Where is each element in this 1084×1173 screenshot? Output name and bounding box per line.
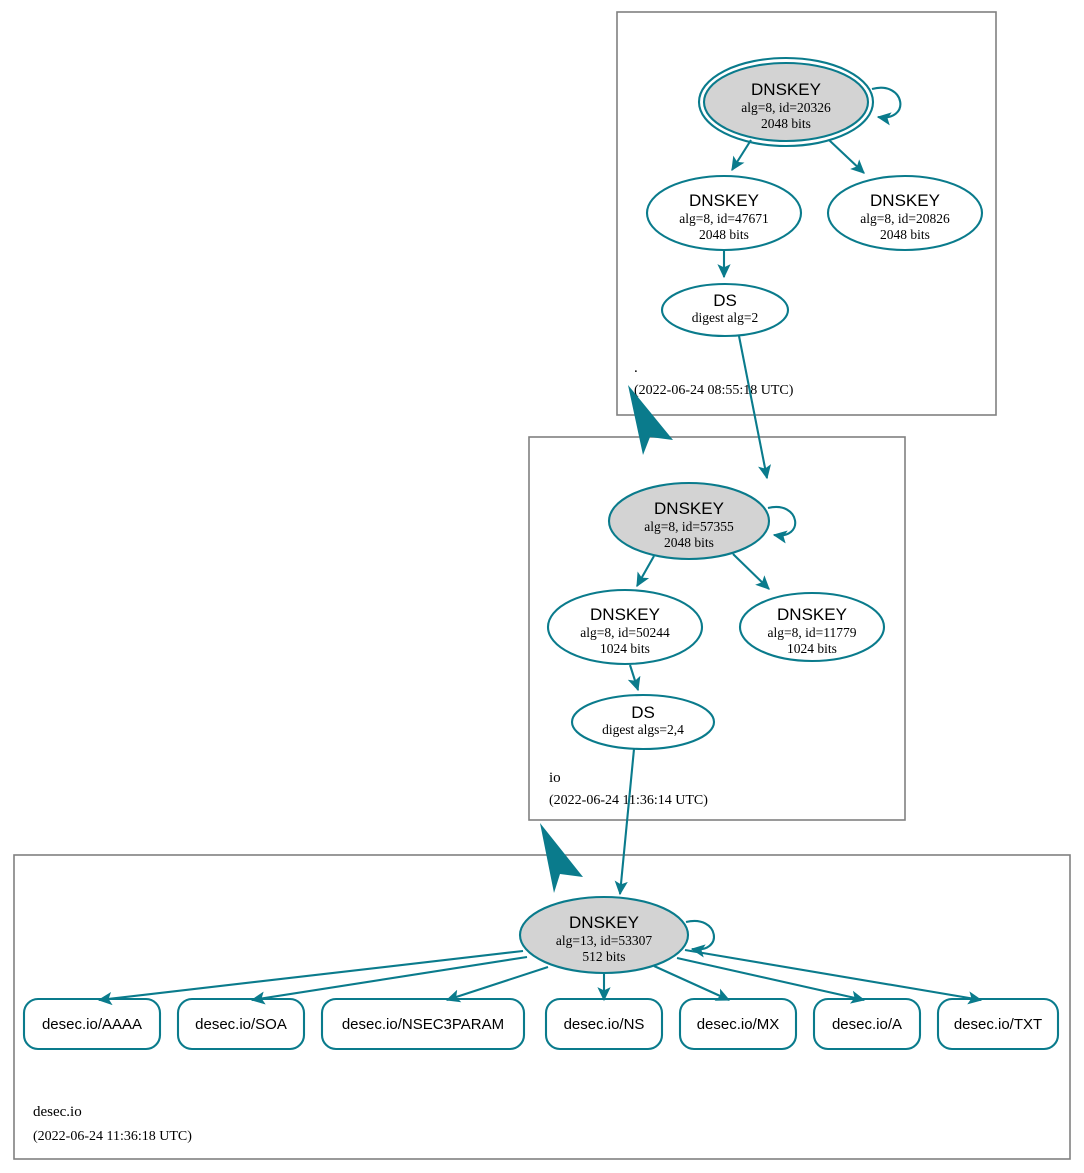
node-label-title: DS [713,291,737,310]
node-root-ds[interactable]: DS digest alg=2 [660,282,790,338]
rrset-label: desec.io/SOA [195,1016,287,1033]
rrset-label: desec.io/TXT [954,1016,1042,1033]
node-label-title: DNSKEY [751,80,821,99]
node-label-alg-id: alg=13, id=53307 [556,933,652,948]
node-io-dnskey-11779[interactable]: DNSKEY alg=8, id=11779 1024 bits [738,591,886,663]
self-signature-loop-io-ksk [767,505,797,544]
node-label-alg-id: alg=8, id=20326 [741,100,831,115]
edge-io-ksk-to-50244 [636,555,655,588]
node-label-title: DNSKEY [777,605,847,624]
node-io-dnskey-50244[interactable]: DNSKEY alg=8, id=50244 1024 bits [546,588,704,666]
rrset-box [812,997,922,1051]
zone-io: DNSKEY alg=8, id=57355 2048 bits DNSKEY … [528,436,906,821]
node-root-dnskey-47671[interactable]: DNSKEY alg=8, id=47671 2048 bits [645,174,803,252]
node-label-title: DNSKEY [654,499,724,518]
node-label-keysize: 2048 bits [880,227,930,242]
rrset-desec-io-mx[interactable]: desec.io/MX [678,997,798,1051]
rrset-desec-io-txt[interactable]: desec.io/TXT [936,997,1060,1051]
edge-desec-ksk-to-a [676,956,866,1004]
edge-desec-ksk-to-mx [653,965,731,1001]
rrset-label: desec.io/NS [564,1016,645,1033]
dnskey-ellipse [546,588,704,666]
node-io-ds[interactable]: DS digest algs=2,4 [570,693,716,751]
edge-desec-ksk-to-txt [684,948,983,1005]
ksk-ellipse [607,481,771,561]
zone-root: DNSKEY alg=8, id=20326 2048 bits DNSKEY … [616,11,997,416]
edge-root-ksk-to-20826 [828,139,865,174]
zone-desec-timestamp: (2022-06-24 11:36:18 UTC) [33,1129,192,1144]
zone-desec-io: DNSKEY alg=13, id=53307 512 bits desec.i… [13,854,1071,1160]
dnskey-ellipse [645,174,803,252]
node-root-dnskey-20826[interactable]: DNSKEY alg=8, id=20826 2048 bits [826,174,984,252]
self-signature-loop-desec-ksk [685,919,715,958]
node-label-alg-id: alg=8, id=20826 [860,211,950,226]
rrset-box [936,997,1060,1051]
node-label-alg-id: alg=8, id=11779 [768,625,857,640]
edge-io-ds-to-desec-ksk [614,748,636,896]
ds-ellipse [660,282,790,338]
edge-desec-ksk-to-soa [250,955,528,1005]
zone-desec-name: desec.io [33,1104,82,1120]
ds-ellipse [570,693,716,751]
zone-root-name: . [634,360,638,376]
delegation-arrow-io-to-desec [540,823,583,893]
ksk-ellipse [702,61,870,143]
rrset-label: desec.io/NSEC3PARAM [342,1016,504,1033]
edge-desec-ksk-to-aaaa [97,949,524,1006]
rrset-label: desec.io/MX [697,1016,780,1033]
node-label-title: DNSKEY [569,913,639,932]
node-label-title: DS [631,703,655,722]
rrset-box [320,997,526,1051]
node-label-keysize: 512 bits [582,949,625,964]
self-signature-loop-root-ksk [871,86,902,126]
edge-root-ds-to-io-ksk [737,335,772,480]
node-root-dnskey-20326[interactable]: DNSKEY alg=8, id=20326 2048 bits [697,56,902,148]
edge-desec-ksk-to-nsec3param [445,966,549,1003]
node-label-keysize: 2048 bits [664,535,714,550]
node-label-title: DNSKEY [590,605,660,624]
node-label-digest: digest algs=2,4 [602,722,684,737]
node-label-alg-id: alg=8, id=50244 [580,625,670,640]
node-label-title: DNSKEY [689,191,759,210]
rrset-label: desec.io/A [832,1016,902,1033]
edge-root-ksk-to-47671 [731,139,752,172]
rrset-box [678,997,798,1051]
rrset-desec-io-a[interactable]: desec.io/A [812,997,922,1051]
node-label-title: DNSKEY [870,191,940,210]
edge-io-50244-to-ds [627,664,641,692]
node-label-alg-id: alg=8, id=57355 [644,519,734,534]
node-label-keysize: 1024 bits [787,641,837,656]
delegation-arrow-root-to-io [628,385,673,455]
node-label-keysize: 1024 bits [600,641,650,656]
node-label-keysize: 2048 bits [699,227,749,242]
node-label-digest: digest alg=2 [692,310,758,325]
rrset-desec-io-aaaa[interactable]: desec.io/AAAA [22,997,162,1051]
node-io-dnskey-57355[interactable]: DNSKEY alg=8, id=57355 2048 bits [607,481,797,561]
rrset-box [176,997,306,1051]
ksk-double-ring-outer [697,56,875,148]
dnskey-ellipse [826,174,984,252]
rrset-label: desec.io/AAAA [42,1016,142,1033]
rrset-desec-io-soa[interactable]: desec.io/SOA [176,997,306,1051]
rrset-desec-io-nsec3param[interactable]: desec.io/NSEC3PARAM [320,997,526,1051]
edge-io-ksk-to-11779 [732,553,770,590]
rrset-box [22,997,162,1051]
node-label-keysize: 2048 bits [761,116,811,131]
dnskey-ellipse [738,591,886,663]
node-label-alg-id: alg=8, id=47671 [679,211,768,226]
zone-root-timestamp: (2022-06-24 08:55:18 UTC) [634,383,794,398]
node-desec-dnskey-53307[interactable]: DNSKEY alg=13, id=53307 512 bits [518,895,715,975]
zone-io-name: io [549,770,561,786]
rrset-desec-io-ns[interactable]: desec.io/NS [544,997,664,1051]
